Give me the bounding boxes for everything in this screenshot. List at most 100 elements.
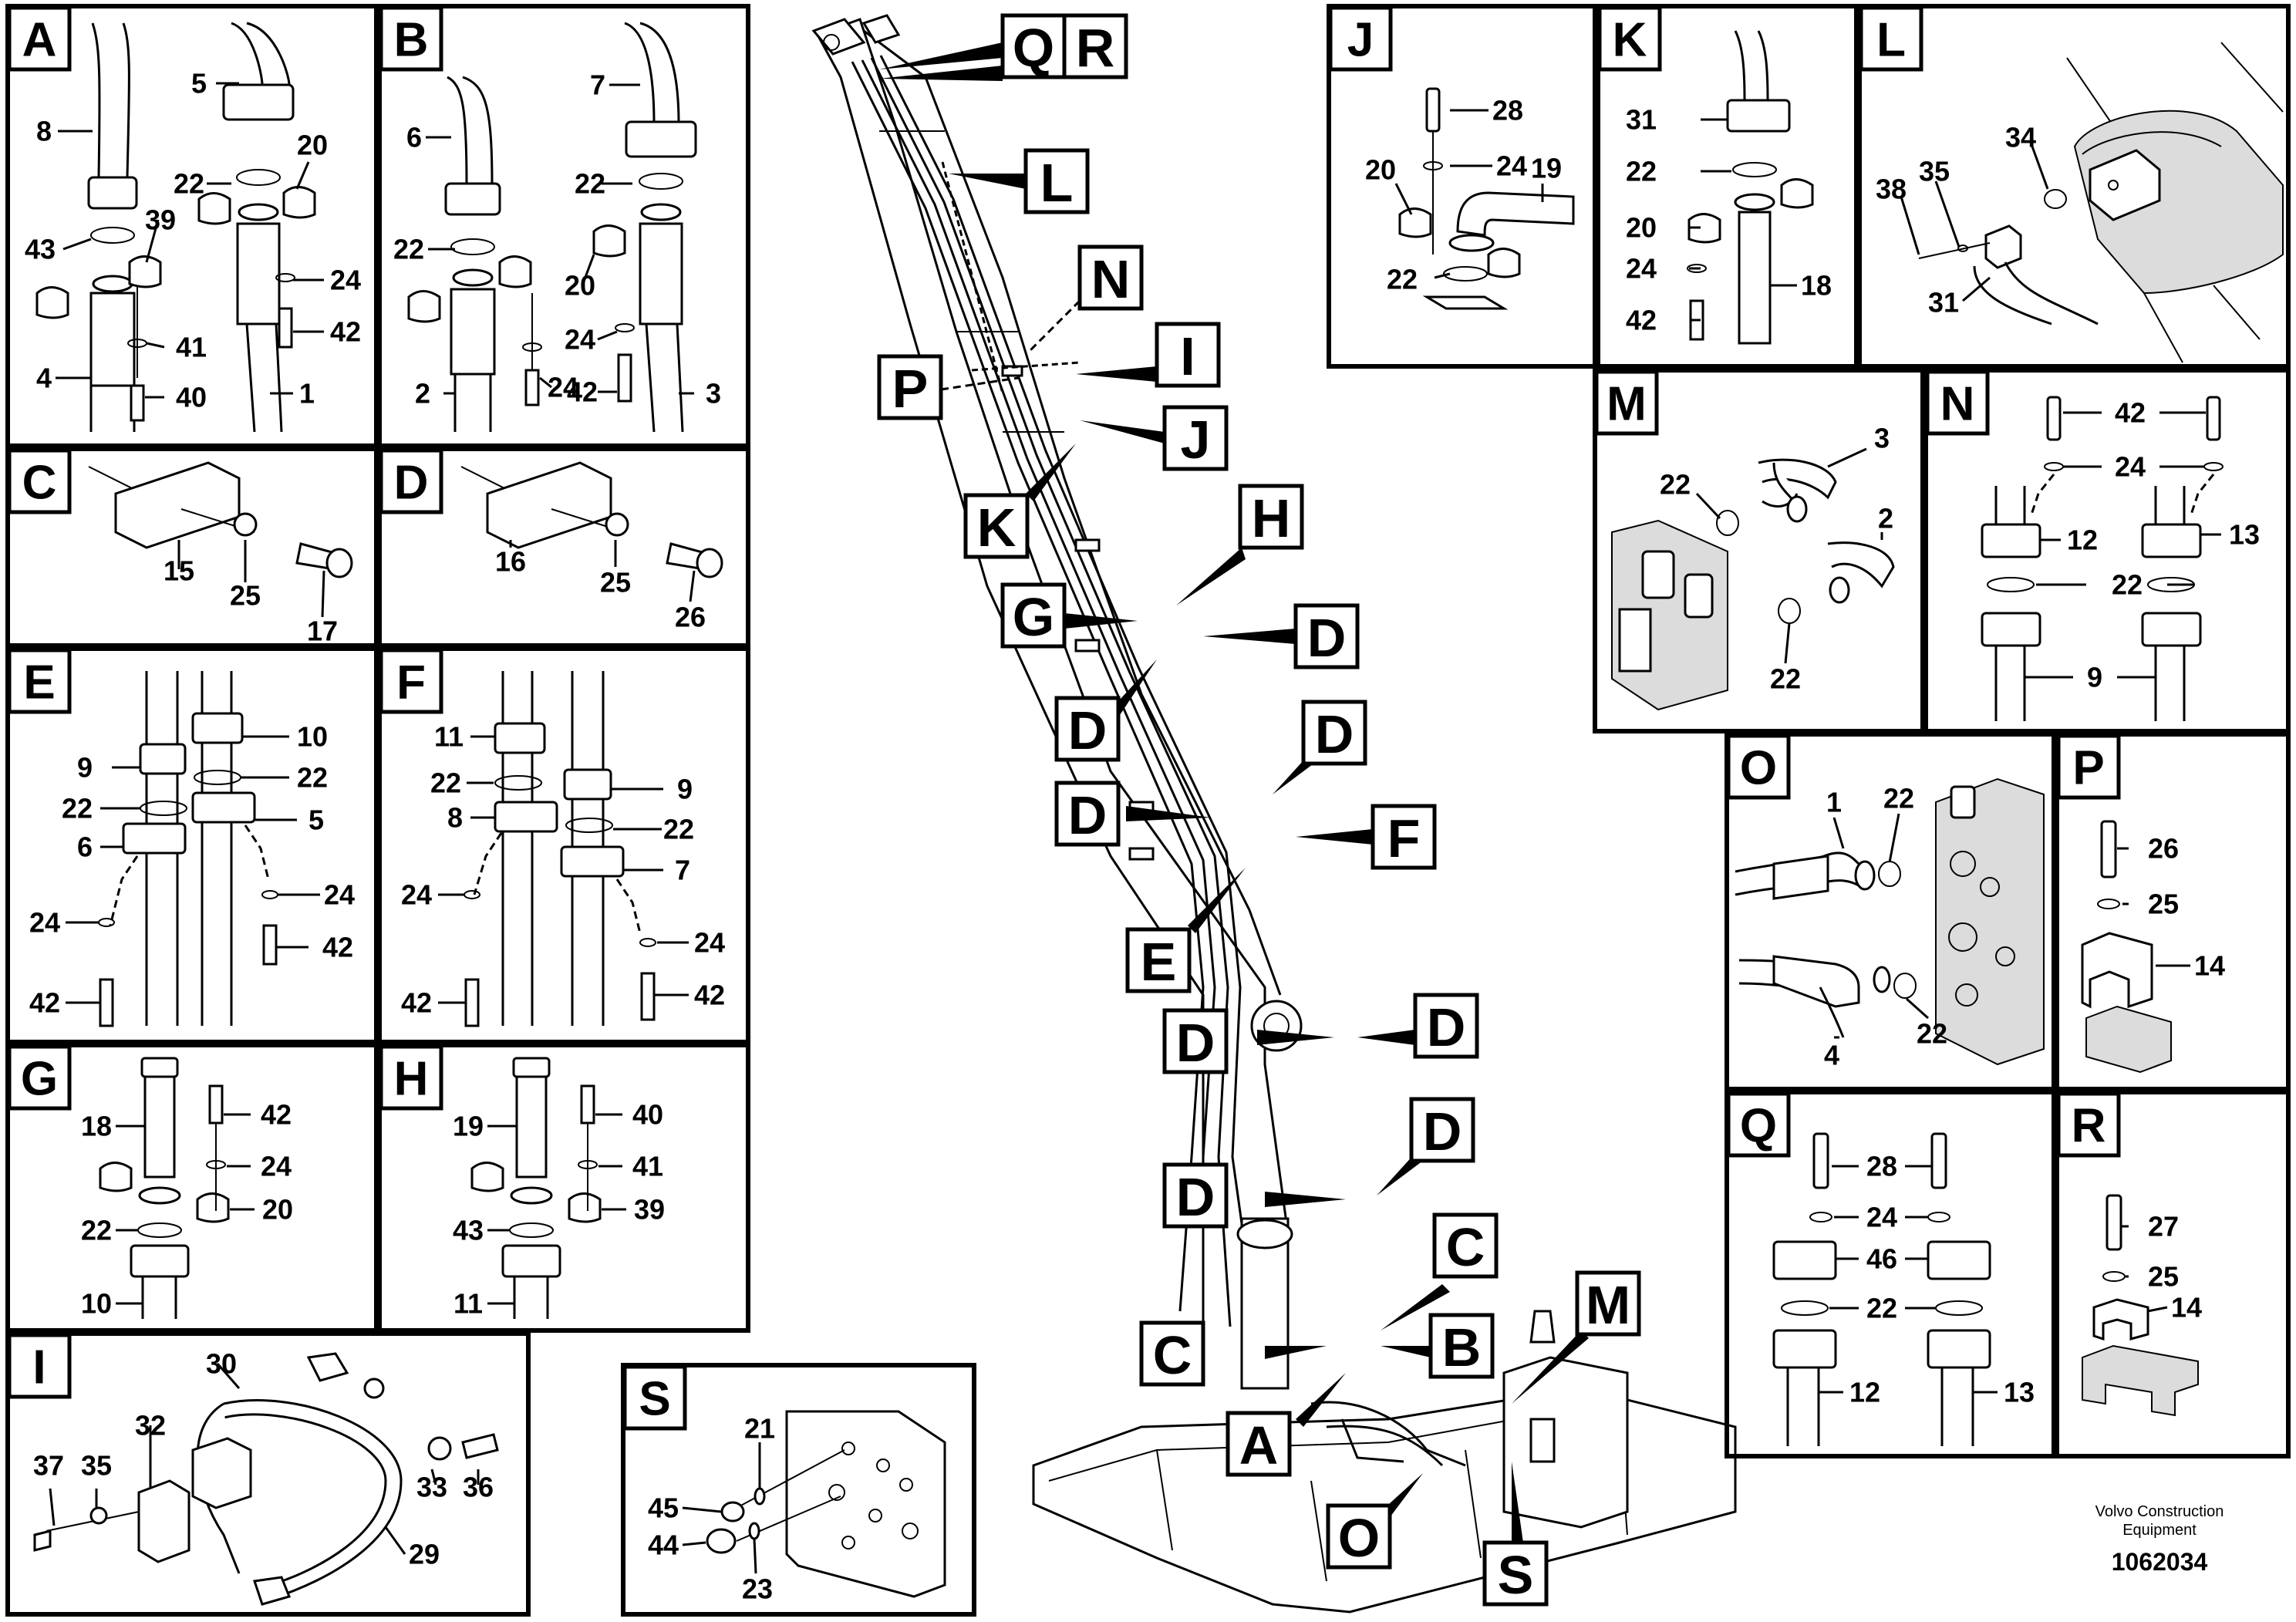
f-num-24a: 24 [401, 879, 432, 911]
n-num-22: 22 [2112, 569, 2143, 601]
panel-m-label: M [1607, 378, 1647, 431]
h-num-11: 11 [453, 1288, 483, 1320]
q-num-12: 12 [1849, 1377, 1880, 1408]
boom-callout-r: R [1076, 18, 1115, 78]
b-num-20: 20 [565, 270, 595, 302]
boom-callout-c1: C [1153, 1325, 1192, 1385]
b-num-22b: 22 [393, 234, 424, 265]
panel-d-label: D [394, 457, 429, 510]
boom-callout-d7: D [1423, 1101, 1462, 1162]
m-num-3: 3 [1874, 423, 1890, 454]
brand-line-1: Volvo Construction [2095, 1503, 2224, 1520]
panel-k-label: K [1613, 14, 1647, 67]
j-num-19: 19 [1531, 153, 1562, 184]
b-num-24a: 24 [565, 324, 595, 356]
g-num-42: 42 [261, 1099, 292, 1131]
panel-n-label: N [1940, 378, 1975, 431]
panel-b-label: B [394, 14, 429, 67]
h-num-19: 19 [453, 1111, 484, 1142]
l-num-31: 31 [1928, 287, 1959, 319]
k-num-42: 42 [1626, 305, 1657, 336]
n-num-9: 9 [2087, 662, 2102, 693]
b-num-42: 42 [567, 376, 598, 408]
q-num-46: 46 [1866, 1243, 1897, 1275]
panel-p-label: P [2072, 742, 2104, 795]
e-num-6: 6 [77, 831, 93, 863]
panel-q: Q 28 24 46 22 12 13 [1725, 1090, 2056, 1458]
r-num-27: 27 [2148, 1211, 2179, 1243]
r-num-14: 14 [2171, 1292, 2202, 1324]
f-num-7: 7 [675, 855, 690, 886]
k-num-20: 20 [1626, 212, 1657, 244]
panel-j: J 28 24 20 19 22 [1327, 4, 1597, 369]
boom-callout-j: J [1181, 410, 1211, 470]
f-num-11: 11 [434, 721, 464, 753]
panel-l: L 34 38 35 31 [1857, 4, 2291, 369]
boom-callout-e: E [1141, 932, 1177, 992]
boom-callout-d6: D [1427, 997, 1466, 1057]
b-num-6: 6 [406, 122, 422, 153]
k-num-22: 22 [1626, 156, 1657, 187]
panel-o-label: O [1740, 742, 1777, 795]
panel-p: P 26 25 14 [2055, 732, 2291, 1091]
e-num-42b: 42 [29, 987, 60, 1019]
panel-q-label: Q [1740, 1100, 1777, 1153]
f-num-42a: 42 [401, 987, 432, 1019]
a-num-40: 40 [176, 382, 207, 413]
i-num-29: 29 [409, 1539, 440, 1570]
panel-s: S 21 45 44 23 [621, 1363, 976, 1617]
a-num-24: 24 [330, 265, 361, 296]
j-num-20: 20 [1365, 154, 1396, 186]
boom-callout-s: S [1498, 1545, 1534, 1605]
b-num-3: 3 [706, 378, 721, 410]
s-num-21: 21 [744, 1413, 775, 1445]
panel-r: R 27 25 14 [2055, 1090, 2291, 1458]
panel-h: H 19 40 41 39 43 11 [377, 1043, 750, 1333]
panel-n: N 42 24 12 13 22 9 [1923, 368, 2291, 733]
boom-callout-d5: D [1176, 1013, 1215, 1073]
e-num-5: 5 [308, 804, 324, 836]
n-num-42: 42 [2115, 397, 2146, 429]
a-num-8: 8 [36, 116, 52, 147]
boom-callout-c2: C [1446, 1217, 1485, 1277]
f-num-22a: 22 [430, 767, 461, 799]
a-num-39: 39 [145, 204, 176, 236]
a-num-42: 42 [330, 316, 361, 348]
boom-callout-g: G [1013, 587, 1054, 647]
g-num-24: 24 [261, 1151, 292, 1182]
boom-callout-f: F [1387, 808, 1421, 868]
i-num-33: 33 [416, 1472, 447, 1503]
c-num-25: 25 [230, 580, 261, 612]
panel-o: O 22 1 4 22 [1725, 732, 2056, 1091]
panel-b: B 6 7 22 22 [377, 4, 750, 448]
panel-l-label: L [1876, 14, 1906, 67]
i-num-36: 36 [463, 1472, 494, 1503]
o-num-4: 4 [1824, 1040, 1839, 1071]
b-num-7: 7 [590, 69, 605, 101]
panel-g-label: G [21, 1053, 58, 1106]
q-num-28: 28 [1866, 1151, 1897, 1182]
f-num-22b: 22 [663, 814, 694, 845]
g-num-10: 10 [81, 1288, 112, 1320]
l-num-35: 35 [1919, 156, 1950, 187]
l-num-34: 34 [2005, 122, 2036, 153]
panel-h-label: H [394, 1053, 429, 1106]
boom-callout-i: I [1180, 326, 1195, 386]
boom-callout-k: K [977, 497, 1017, 558]
boom-callout-p: P [892, 359, 929, 419]
d-num-16: 16 [495, 546, 526, 578]
c-num-15: 15 [164, 555, 194, 587]
r-num-25: 25 [2148, 1261, 2179, 1293]
d-num-25: 25 [600, 567, 631, 599]
boom-callout-m: M [1586, 1275, 1630, 1335]
panel-e-label: E [23, 656, 55, 710]
k-num-24: 24 [1626, 253, 1657, 285]
o-num-22b: 22 [1917, 1018, 1947, 1050]
a-num-41: 41 [176, 332, 207, 363]
e-num-9: 9 [77, 752, 93, 784]
q-num-24: 24 [1866, 1202, 1897, 1233]
boom-callout-o: O [1338, 1508, 1380, 1568]
panel-k: K 31 22 20 24 18 42 [1596, 4, 1859, 369]
panel-j-label: J [1347, 14, 1374, 67]
panel-f: F 11 22 9 8 22 7 24 24 42 42 [377, 646, 750, 1044]
